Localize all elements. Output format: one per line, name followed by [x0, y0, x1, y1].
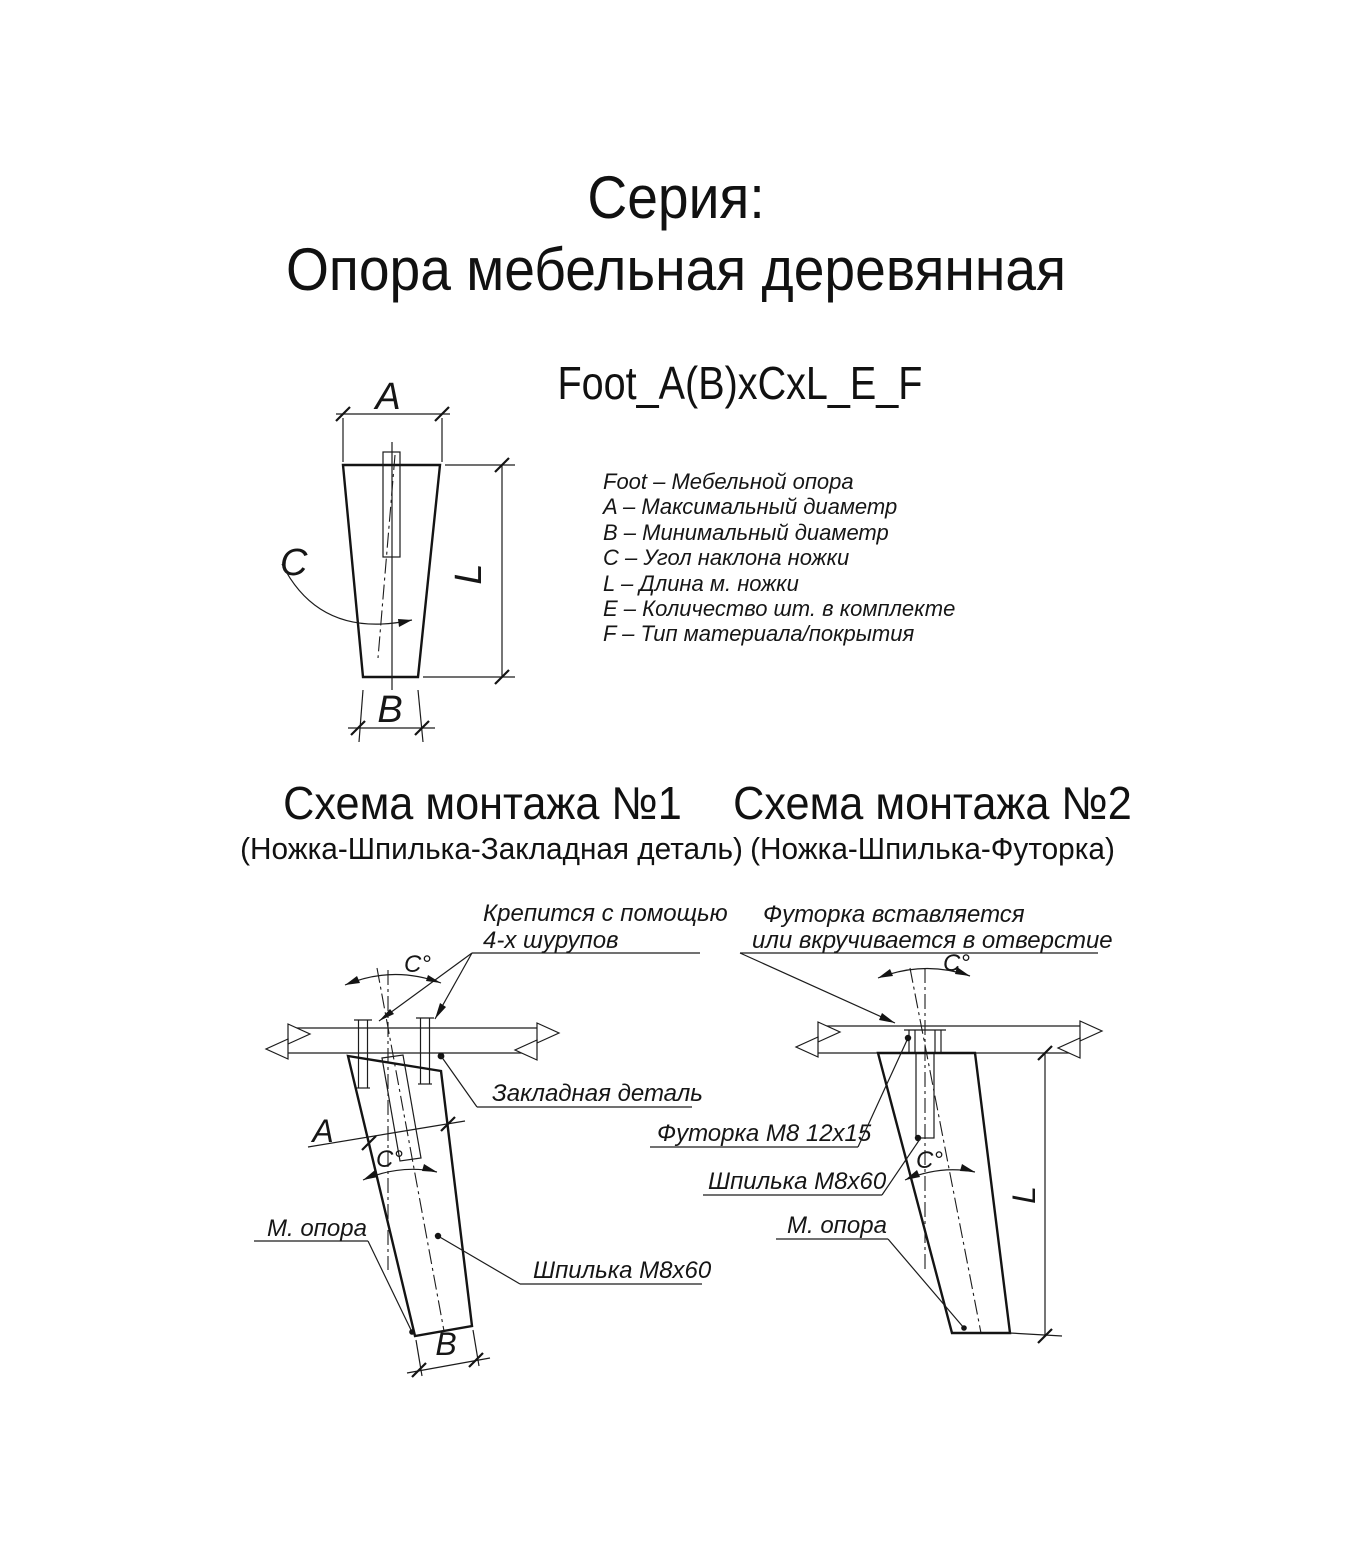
- legend: Foot – Мебельной опора A – Максимальный …: [603, 469, 955, 647]
- series-title: Серия:: [587, 164, 765, 231]
- legend-item: C – Угол наклона ножки: [603, 545, 850, 571]
- futorka: [904, 1029, 946, 1053]
- dim-c: C: [280, 542, 413, 627]
- dim-c-label: C: [280, 542, 308, 584]
- naming-formula: Foot_A(B)xCxL_E_F: [557, 357, 923, 409]
- scheme1-header: Схема монтажа №1: [283, 777, 682, 829]
- scheme1-support-label: М. опора: [267, 1215, 367, 1242]
- dim-b-label: B: [377, 689, 402, 731]
- scheme1-dim-b: B: [435, 1326, 456, 1362]
- scheme1-note-line1: Крепится с помощью: [483, 900, 728, 927]
- legend-item: E – Количество шт. в комплекте: [603, 596, 956, 622]
- scheme2-support-label: М. опора: [787, 1212, 887, 1239]
- scheme1-drawing: Крепится с помощью 4-х шурупов C°: [254, 900, 728, 1378]
- legend-item: B – Минимальный диаметр: [603, 519, 889, 545]
- scheme1-dim-a: A: [310, 1113, 333, 1149]
- scheme1-angle-top: C°: [404, 951, 431, 978]
- legend-item: A – Максимальный диаметр: [603, 494, 898, 520]
- legend-item: L – Длина м. ножки: [603, 570, 799, 596]
- screws: [354, 1017, 434, 1089]
- scheme2-stud-label: Шпилька М8х60: [708, 1168, 887, 1195]
- legend-item: F – Тип материала/покрытия: [603, 621, 915, 647]
- dim-a: A: [335, 376, 450, 462]
- legend-item: Foot – Мебельной опора: [603, 469, 854, 494]
- scheme2-note-line1: Футорка вставляется: [763, 901, 1025, 928]
- leg-dimension-drawing: A C L: [280, 376, 515, 743]
- scheme2-angle-top: C°: [943, 950, 970, 977]
- scheme1-angle-bottom: C°: [376, 1146, 403, 1173]
- scheme2-header: Схема монтажа №2: [733, 777, 1132, 829]
- leg-outline: [341, 442, 442, 690]
- scheme1-subheader: (Ножка-Шпилька-Закладная деталь): [240, 831, 743, 866]
- scheme2-subheader: (Ножка-Шпилька-Футорка): [750, 831, 1115, 866]
- scheme2-drawing: Футорка вставляется или вкручивается в о…: [650, 901, 1113, 1344]
- scheme1-note-line2: 4-х шурупов: [483, 927, 619, 954]
- dim-l: L: [423, 457, 515, 685]
- scheme1-embedded-label: Закладная деталь: [492, 1080, 703, 1107]
- dim-a-label: A: [373, 376, 400, 418]
- scheme2-dim-l: L: [1006, 1186, 1042, 1204]
- scheme1-leg: [346, 1054, 474, 1338]
- product-title: Опора мебельная деревянная: [285, 236, 1066, 303]
- mounting-schemes-drawing: Крепится с помощью 4-х шурупов C°: [254, 900, 1113, 1378]
- scheme1-stud-label: Шпилька М8х60: [533, 1257, 712, 1284]
- scheme2-note-line2: или вкручивается в отверстие: [752, 927, 1113, 954]
- dim-l-label: L: [448, 563, 490, 584]
- scheme2-angle-bottom: C°: [916, 1147, 943, 1174]
- dim-b: B: [348, 689, 435, 743]
- scheme2-insert-label: Футорка М8 12х15: [657, 1120, 872, 1147]
- scheme2-leg: [876, 1051, 1012, 1335]
